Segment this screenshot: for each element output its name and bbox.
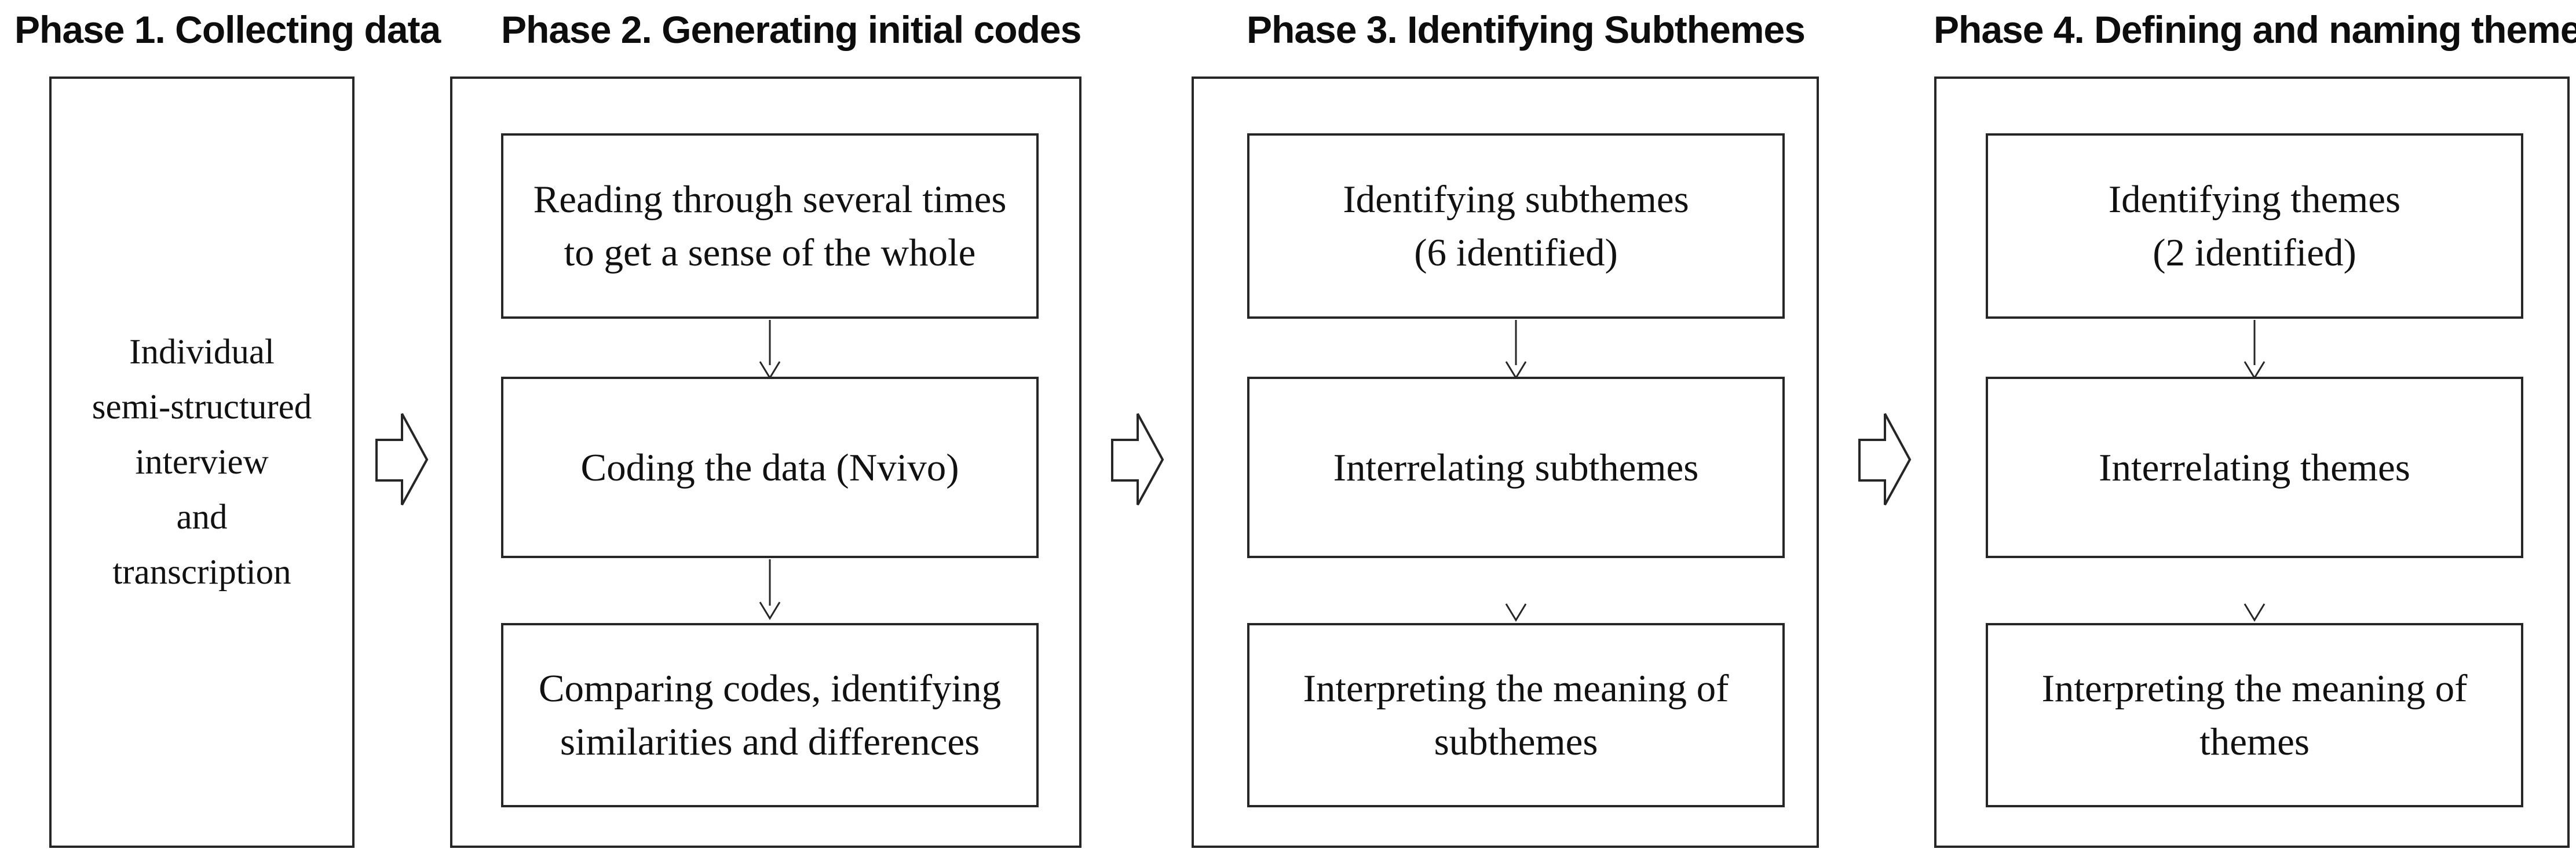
phase-2-title: Phase 2. Generating initial codes <box>501 8 1081 51</box>
box-text-line: Interrelating subthemes <box>1333 446 1699 489</box>
box-text-line: (6 identified) <box>1414 231 1618 274</box>
box-text-line: (2 identified) <box>2153 231 2356 274</box>
block-arrow-2-icon <box>1111 413 1164 505</box>
box-text-line: Comparing codes, identifying <box>538 667 1002 710</box>
box-text-line: Interpreting the meaning of <box>2041 667 2468 710</box>
box-text-line: Individual <box>129 333 275 371</box>
box-text-line: transcription <box>112 553 291 592</box>
box-text-line: similarities and differences <box>560 720 980 763</box>
phase-2-step-3-box: Comparing codes, identifying similaritie… <box>501 623 1039 807</box>
phase-3-step-2-box: Interrelating subthemes <box>1247 377 1785 558</box>
box-text-line: interview <box>135 443 269 482</box>
phase-1-box <box>49 76 355 848</box>
phase-2-step-2-box: Coding the data (Nvivo) <box>501 377 1039 558</box>
box-text-line: to get a sense of the whole <box>564 231 976 274</box>
phase-3-step-3-box: Interpreting the meaning of subthemes <box>1247 623 1785 807</box>
phase-1-title: Phase 1. Collecting data <box>14 8 441 51</box>
box-text-line: Interpreting the meaning of <box>1303 667 1729 710</box>
box-text-line: Identifying themes <box>2108 178 2401 221</box>
phase-4-step-3-box: Interpreting the meaning of themes <box>1986 623 2523 807</box>
phase-4-step-1-box: Identifying themes (2 identified) <box>1986 133 2523 319</box>
box-text-line: Identifying subthemes <box>1343 178 1689 221</box>
box-text-line: Coding the data (Nvivo) <box>580 446 959 489</box>
box-text-line: subthemes <box>1434 720 1598 763</box>
box-text-line: semi-structured <box>92 388 312 427</box>
box-text-line: Reading through several times <box>533 178 1007 221</box>
down-arrowhead-connector <box>2244 603 2266 622</box>
down-arrow-connector <box>1505 320 1527 380</box>
phase-3-step-1-box: Identifying subthemes (6 identified) <box>1247 133 1785 319</box>
phase-3-title: Phase 3. Identifying Subthemes <box>1247 8 1806 51</box>
down-arrow-connector <box>759 320 781 380</box>
down-arrow-connector <box>2244 320 2266 380</box>
phase-1-box-text: Individual semi-structured interview and… <box>49 76 355 848</box>
phase-4-title: Phase 4. Defining and naming themes <box>1934 8 2576 51</box>
box-text-line: and <box>176 498 228 537</box>
phase-2-step-1-box: Reading through several times to get a s… <box>501 133 1039 319</box>
down-arrowhead-connector <box>1505 603 1527 622</box>
block-arrow-1-icon <box>375 413 429 505</box>
box-text-line: Interrelating themes <box>2099 446 2410 489</box>
down-arrow-connector <box>759 559 781 620</box>
block-arrow-3-icon <box>1858 413 1912 505</box>
phase-4-step-2-box: Interrelating themes <box>1986 377 2523 558</box>
box-text-line: themes <box>2199 720 2310 763</box>
